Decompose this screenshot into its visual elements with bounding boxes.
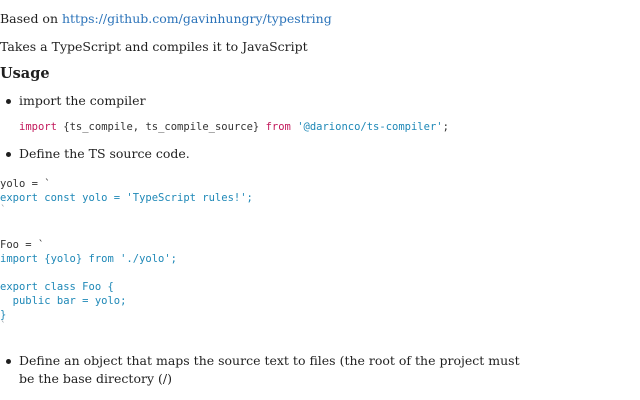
code-line-6: export class Foo { [0,281,114,293]
code-line-1: yolo = ` [0,178,51,190]
code-module-string: '@darionco/ts-compiler' [297,121,443,133]
bullet-step-3 [6,359,11,364]
code-line-3: ` [0,204,7,216]
code-line-9: ` [0,320,7,332]
code-line-8: } [0,309,7,321]
code-line-5: import {yolo} from './yolo'; [0,253,178,265]
code-semicolon: ; [442,121,449,133]
based-on-prefix: Based on [0,11,62,26]
intro-description: Takes a TypeScript and compiles it to Ja… [0,39,308,54]
code-keyword-from: from [265,121,291,133]
step-3-text-line-1: Define an object that maps the source te… [19,353,520,368]
step-2-text: Define the TS source code. [19,146,190,161]
code-line-7: public bar = yolo; [0,295,127,307]
step-1-text: import the compiler [19,93,146,108]
step-3-text-line-2: be the base directory (/) [19,371,172,386]
based-on-line: Based on https://github.com/gavinhungry/… [0,11,332,27]
bullet-step-2 [6,152,11,157]
code-line-4: Foo = ` [0,239,45,251]
repo-link[interactable]: https://github.com/gavinhungry/typestrin… [61,11,332,26]
code-keyword-import: import [19,121,57,133]
bullet-step-1 [6,99,11,104]
import-code-line: import {ts_compile, ts_compile_source} f… [19,120,449,134]
code-line-2: export const yolo = 'TypeScript rules!'; [0,192,253,204]
code-import-names: {ts_compile, ts_compile_source} [56,121,266,133]
usage-heading: Usage [0,65,50,82]
